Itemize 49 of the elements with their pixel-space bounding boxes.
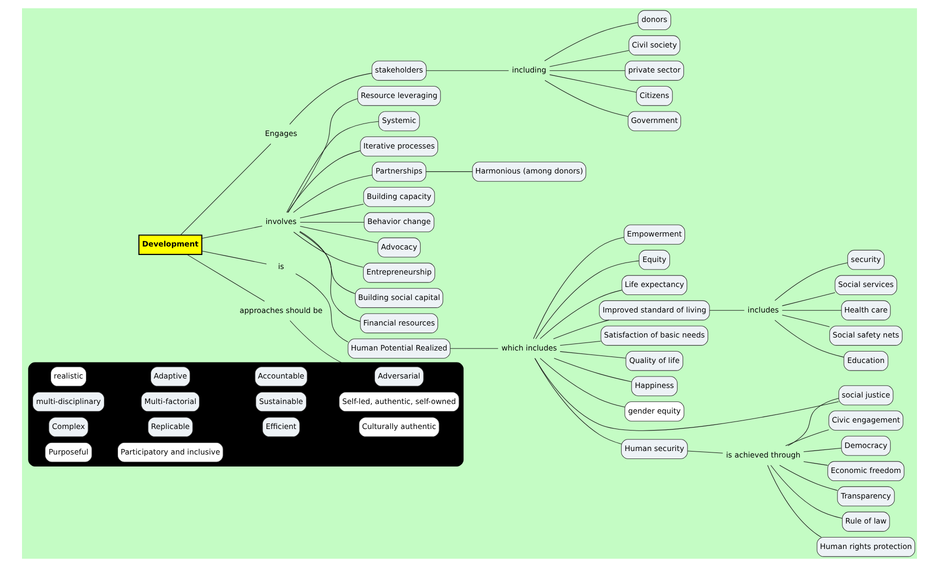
connector — [687, 450, 724, 454]
connector — [774, 320, 844, 358]
connector — [535, 260, 640, 340]
connector — [779, 465, 838, 491]
connector — [782, 314, 830, 327]
connector — [426, 70, 509, 71]
connector — [286, 121, 379, 213]
connector — [549, 70, 626, 71]
connector — [782, 292, 836, 306]
connector — [180, 144, 272, 236]
connector — [544, 80, 628, 117]
connector — [186, 254, 265, 302]
connector — [767, 464, 822, 538]
connector — [788, 398, 839, 446]
connector — [554, 358, 632, 382]
connector — [295, 274, 348, 342]
connector — [533, 236, 624, 340]
connector — [785, 430, 830, 446]
connector — [293, 174, 372, 213]
connector — [202, 226, 262, 239]
connector — [540, 290, 622, 339]
connector — [426, 171, 473, 172]
connector — [300, 204, 364, 218]
connector — [549, 50, 630, 67]
connector — [803, 448, 842, 452]
connector — [290, 320, 342, 363]
connector — [803, 461, 828, 466]
connector — [540, 358, 626, 408]
connector — [770, 464, 843, 519]
connector — [534, 358, 622, 444]
connector — [300, 226, 378, 244]
connector — [549, 74, 637, 93]
connector — [534, 358, 839, 431]
connector — [293, 232, 364, 268]
connector — [287, 150, 361, 213]
connector — [560, 351, 626, 358]
connector — [300, 231, 360, 322]
connector — [553, 320, 610, 340]
connector — [289, 72, 372, 125]
cluster — [28, 362, 464, 467]
connector — [774, 262, 848, 301]
connector — [782, 310, 842, 311]
connector — [709, 310, 745, 311]
connector — [299, 232, 356, 294]
connector — [544, 22, 638, 62]
connector — [288, 98, 358, 213]
connector — [202, 250, 267, 264]
connector — [450, 348, 498, 349]
connector — [560, 340, 602, 346]
